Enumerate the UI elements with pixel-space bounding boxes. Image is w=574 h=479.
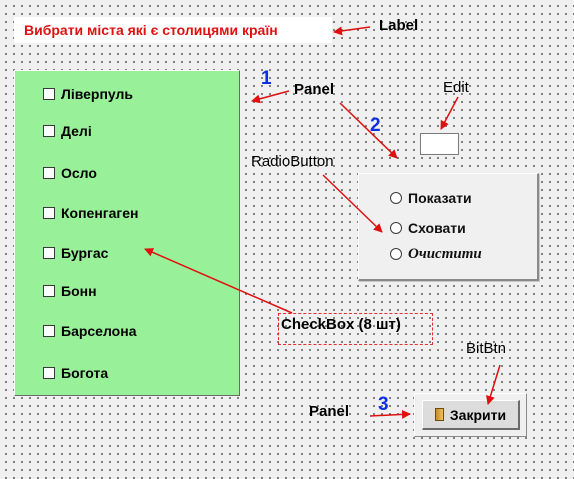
checkbox-label: Делі [61,123,92,139]
checkbox-copenhagen[interactable]: Копенгаген [43,204,139,222]
arrow-edit [440,96,459,130]
checkbox-square-icon[interactable] [43,367,55,379]
radio-label: Показати [408,190,472,206]
close-panel: Закрити [414,393,527,437]
actions-panel: Показати Сховати Очистити [358,173,539,281]
checkbox-square-icon[interactable] [43,207,55,219]
checkbox-liverpool[interactable]: Ліверпуль [43,85,133,103]
arrow-panel-2 [339,102,398,159]
arrow-panel-1 [251,90,290,104]
close-button[interactable]: Закрити [422,400,520,430]
checkbox-label: Барселона [61,323,137,339]
checkbox-label: Бонн [61,283,97,299]
annotation-checkbox: CheckBox (8 шт) [278,313,433,345]
edit-field[interactable] [420,133,459,155]
arrow-label [333,26,371,36]
annotation-bitbtn: BitBtn [466,340,507,357]
title-label: Вибрати міста які є столицями країн [14,17,332,43]
radio-hide[interactable]: Сховати [390,219,466,237]
checkbox-square-icon[interactable] [43,247,55,259]
door-icon [434,408,444,421]
checkbox-label: Осло [61,165,97,181]
checkbox-square-icon[interactable] [43,125,55,137]
annotation-number-1: 1 [261,68,272,89]
annotation-radiobutton: RadioButton [251,153,334,170]
checkbox-bogota[interactable]: Богота [43,364,108,382]
checkbox-label: Бургас [61,245,109,261]
annotation-panel-bottom: Panel [309,403,350,420]
checkbox-oslo[interactable]: Осло [43,164,97,182]
annotation-number-2: 2 [370,115,381,136]
checkbox-square-icon[interactable] [43,325,55,337]
radio-label: Очистити [408,245,482,262]
radio-show[interactable]: Показати [390,189,472,207]
radio-circle-icon[interactable] [390,192,402,204]
annotation-label: Label [379,17,419,34]
checkbox-bonn[interactable]: Бонн [43,282,97,300]
radio-label: Сховати [408,220,466,236]
checkbox-square-icon[interactable] [43,285,55,297]
checkbox-label: Богота [61,365,109,381]
radio-clear[interactable]: Очистити [390,245,482,263]
arrow-panel-3 [369,409,411,419]
annotation-edit: Edit [443,79,469,96]
checkbox-delhi[interactable]: Делі [43,122,92,140]
annotation-panel-top: Panel [294,81,335,98]
checkbox-burgas[interactable]: Бургас [43,244,108,262]
checkbox-label: Ліверпуль [61,86,134,102]
radio-circle-icon[interactable] [390,248,402,260]
checkbox-barcelona[interactable]: Барселона [43,322,136,340]
radio-circle-icon[interactable] [390,222,402,234]
checkbox-square-icon[interactable] [43,167,55,179]
annotation-number-3: 3 [378,394,389,415]
close-button-label: Закрити [449,406,507,423]
checkbox-square-icon[interactable] [43,88,55,100]
checkbox-label: Копенгаген [61,205,139,221]
cities-panel: Ліверпуль Делі Осло Копенгаген Бургас Бо… [14,70,240,396]
